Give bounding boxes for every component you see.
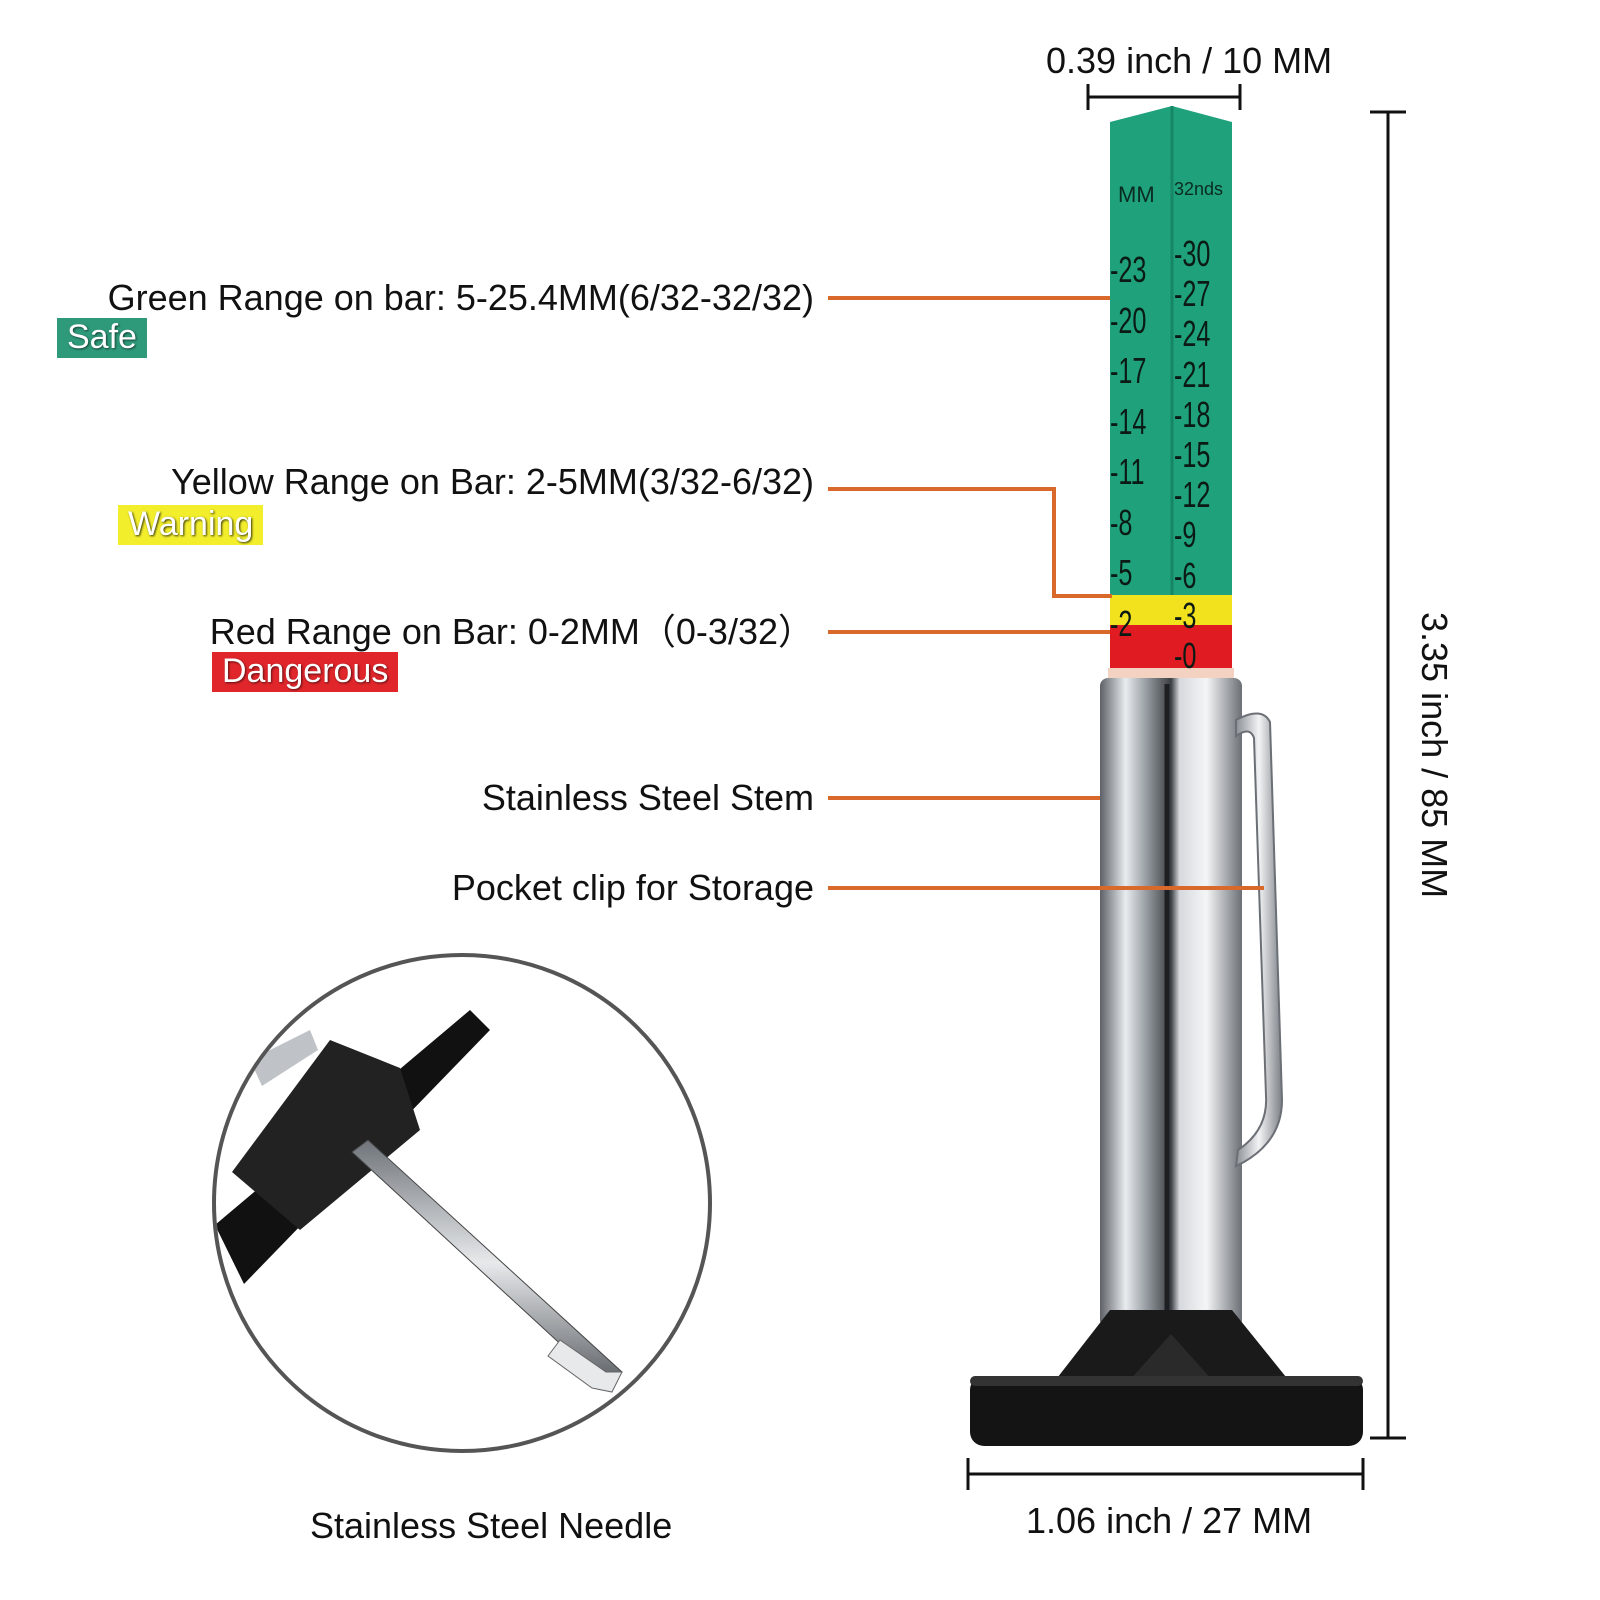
mm-tick-label: -23 — [1110, 249, 1147, 290]
inch-tick-label: -3 — [1174, 594, 1197, 636]
inch-tick-label: -12 — [1174, 474, 1211, 516]
warning-badge: Warning — [118, 505, 264, 545]
inch-tick-label: -15 — [1174, 434, 1211, 475]
inch-tick-label: -21 — [1174, 353, 1211, 395]
leader-lines — [828, 296, 1264, 890]
safe-badge: Safe — [57, 318, 147, 358]
leader-yellow — [828, 487, 1112, 598]
mm-tick-label: -11 — [1110, 451, 1145, 492]
inch-tick-label: -6 — [1174, 554, 1197, 596]
inch-tick-label: -24 — [1174, 313, 1211, 355]
inch-tick-label: -27 — [1174, 273, 1211, 315]
mm-tick-label: -8 — [1110, 501, 1133, 543]
mm-tick-label: -20 — [1110, 299, 1147, 341]
in-header: 32nds — [1174, 179, 1224, 199]
inch-tick-label: -18 — [1174, 393, 1211, 435]
stem-label: Stainless Steel Stem — [481, 777, 814, 818]
depth-bar — [1108, 106, 1234, 680]
top-width-label: 0.39 inch / 10 MM — [1046, 40, 1333, 81]
needle-caption: Stainless Steel Needle — [310, 1505, 673, 1546]
height-label: 3.35 inch / 85 MM — [1414, 612, 1455, 899]
base-width-label: 1.06 inch / 27 MM — [1026, 1500, 1313, 1541]
needle-detail-circle — [212, 953, 712, 1453]
inch-tick-label: -9 — [1174, 514, 1197, 556]
inch-tick-label: -0 — [1174, 635, 1197, 676]
clip-label: Pocket clip for Storage — [451, 867, 814, 908]
mm-tick-label: -17 — [1110, 350, 1147, 391]
mm-header: MM — [1118, 182, 1155, 207]
green-range-label: Green Range on bar: 5-25.4MM(6/32-32/32) — [107, 277, 814, 318]
height-dimension-bracket — [1370, 110, 1406, 1440]
inch-tick-label: -30 — [1174, 233, 1211, 274]
mm-tick-label: -14 — [1110, 400, 1147, 442]
yellow-range-label: Yellow Range on Bar: 2-5MM(3/32-6/32) — [170, 461, 814, 502]
top-dimension-bracket — [1086, 84, 1242, 110]
dangerous-badge: Dangerous — [212, 652, 399, 692]
mm-tick-label: -5 — [1110, 552, 1133, 593]
red-range-label: Red Range on Bar: 0-2MM（0-3/32） — [209, 611, 814, 652]
gauge-base — [970, 1310, 1363, 1446]
pocket-clip — [1234, 712, 1284, 1168]
base-dimension-bracket — [966, 1458, 1365, 1490]
steel-stem — [1100, 678, 1242, 1328]
mm-tick-label: -2 — [1110, 602, 1133, 644]
